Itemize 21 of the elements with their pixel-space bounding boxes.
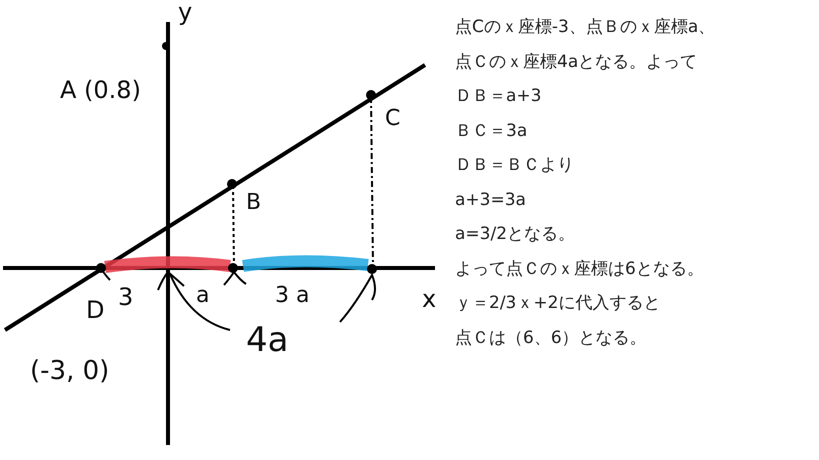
solution-text: 点Ｃのｘ座標4aとなる。よって	[455, 54, 698, 70]
solution-text: 点Ｃは（6、6）となる。	[455, 330, 647, 346]
length-label: 3 a	[275, 285, 310, 307]
solution-text: a=3/2となる。	[455, 226, 576, 243]
axis-label: x	[422, 287, 436, 311]
point-label: D	[86, 298, 104, 322]
coordinate-label: (-3, 0)	[30, 358, 110, 384]
point-label: A (0.8)	[60, 78, 141, 102]
solution-text: ＤＢ＝ＢＣより	[455, 157, 574, 174]
solution-text: ｙ＝2/3ｘ+2に代入すると	[455, 295, 660, 312]
point-label: C	[385, 108, 400, 130]
point-label: B	[246, 192, 262, 214]
solution-text: ＢＣ＝3a	[455, 122, 528, 140]
solution-text: a+3=3a	[455, 192, 526, 208]
axis-label: y	[178, 0, 192, 24]
solution-text: ＤＢ＝a+3	[455, 88, 542, 105]
length-label: a	[196, 285, 210, 307]
length-label: 4a	[246, 323, 288, 357]
solution-text: よって点Ｃのｘ座標は6となる。	[455, 260, 704, 278]
solution-text: 点Cのｘ座標-3、点Ｂのｘ座標a、	[455, 19, 716, 36]
length-label: 3	[118, 285, 134, 309]
